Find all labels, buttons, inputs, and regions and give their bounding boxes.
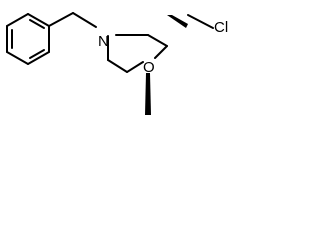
benzyl-bond: [48, 12, 74, 27]
nitrogen-atom-label: N: [98, 33, 109, 50]
morpholine-ring: [107, 34, 168, 73]
chlorine-atom-label: Cl: [214, 19, 228, 36]
benzene-ring: [6, 13, 50, 65]
molecule-structure: N O Cl: [6, 12, 228, 115]
ch2-n-bond: [72, 12, 97, 28]
ch2-cl-bond: [187, 14, 214, 29]
methyl-wedge: [145, 73, 151, 115]
oxygen-atom-label: O: [143, 59, 155, 76]
chloromethyl-wedge: [167, 15, 188, 28]
